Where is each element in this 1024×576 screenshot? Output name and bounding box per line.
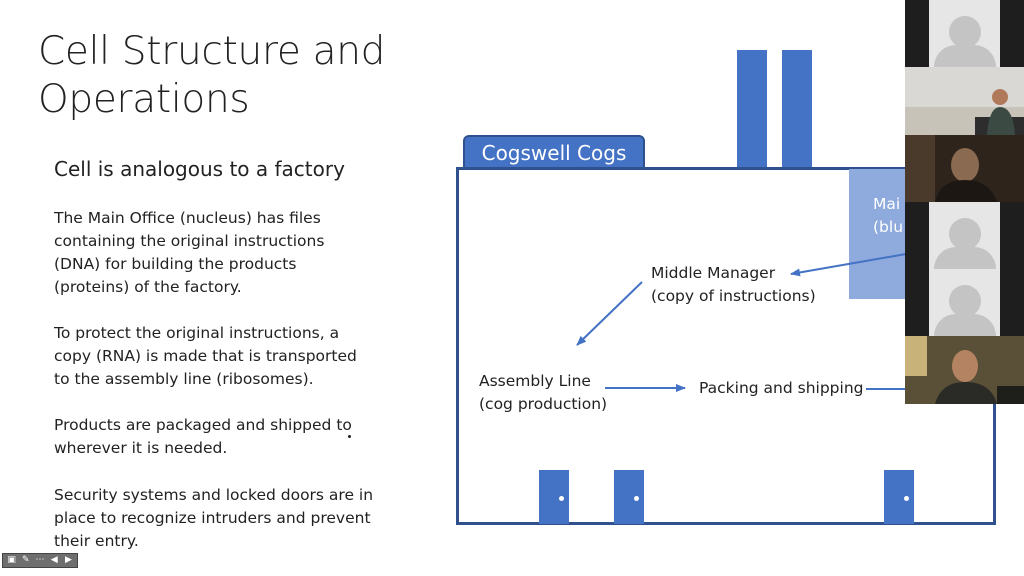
- person-video: [905, 67, 1024, 135]
- participant-strip: [905, 0, 1024, 404]
- avatar-body-icon: [933, 247, 996, 269]
- person-video: [905, 135, 1024, 202]
- stray-dot: [348, 435, 351, 438]
- bullet-security: Security systems and locked doors are in…: [54, 486, 374, 550]
- avatar-body-icon: [933, 314, 996, 336]
- middle-manager-title: Middle Manager: [651, 264, 776, 282]
- pen-icon[interactable]: ✎: [22, 555, 30, 565]
- prev-icon[interactable]: ◀: [50, 555, 58, 565]
- next-icon[interactable]: ▶: [64, 555, 72, 565]
- middle-manager-label: Middle Manager (copy of instructions): [651, 262, 816, 308]
- person-video: [905, 336, 1024, 404]
- more-icon[interactable]: ⋯: [35, 555, 45, 565]
- chimney-right: [782, 50, 812, 168]
- avatar-head-icon: [948, 16, 981, 48]
- participant-tile-video[interactable]: [905, 336, 1024, 404]
- avatar-head-icon: [948, 218, 981, 250]
- avatar-body-icon: [933, 45, 996, 67]
- participant-tile-avatar[interactable]: [905, 202, 1024, 269]
- arrow-manager-to-assembly: [576, 281, 643, 346]
- bullet-rna-copy: To protect the original instructions, a …: [54, 324, 357, 388]
- arrow-office-to-manager: [790, 253, 907, 277]
- main-office-box: Mai (blu: [849, 169, 911, 299]
- main-office-sublabel: (blu: [873, 218, 904, 236]
- door-1: [539, 470, 569, 524]
- screen-icon[interactable]: ▣: [7, 555, 16, 565]
- participant-tile-video[interactable]: [905, 135, 1024, 202]
- door-2: [614, 470, 644, 524]
- presentation-controls: ▣ ✎ ⋯ ◀ ▶: [2, 553, 78, 568]
- participant-tile-avatar[interactable]: [905, 269, 1024, 336]
- participant-tile-video[interactable]: [905, 67, 1024, 135]
- slide-subtitle: Cell is analogous to a factory: [54, 157, 345, 181]
- assembly-line-title: Assembly Line: [479, 372, 591, 390]
- factory-sign: Cogswell Cogs: [463, 135, 645, 168]
- avatar-head-icon: [948, 285, 981, 317]
- assembly-line-sub: (cog production): [479, 395, 608, 413]
- bullet-shipping: Products are packaged and shipped to whe…: [54, 416, 352, 457]
- assembly-line-label: Assembly Line (cog production): [479, 370, 607, 416]
- door-3: [884, 470, 914, 524]
- bullet-nucleus: The Main Office (nucleus) has files cont…: [54, 209, 325, 296]
- chimney-left: [737, 50, 767, 168]
- packing-shipping-label: Packing and shipping: [699, 379, 864, 397]
- main-office-label: Mai: [873, 195, 901, 213]
- slide-title: Cell Structure and Operations: [38, 29, 386, 122]
- middle-manager-sub: (copy of instructions): [651, 287, 816, 305]
- participant-tile-avatar[interactable]: [905, 0, 1024, 67]
